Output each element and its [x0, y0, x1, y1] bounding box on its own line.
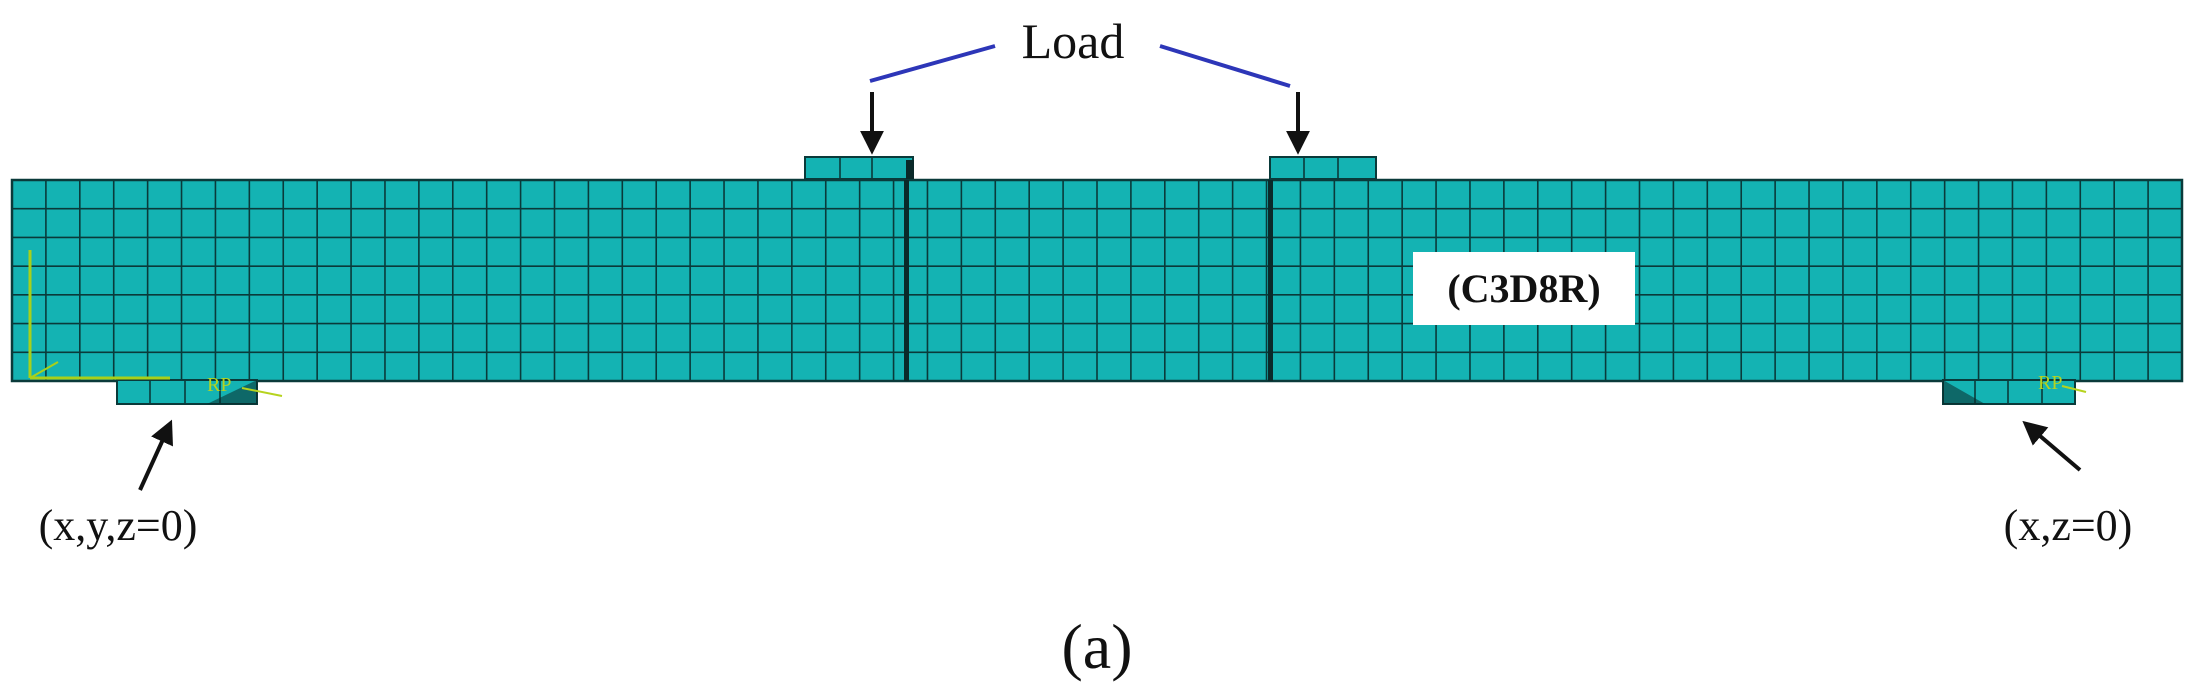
support-arrow-right [2022, 420, 2082, 472]
element-type-label-box: (C3D8R) [1413, 252, 1635, 325]
element-type-label: (C3D8R) [1447, 266, 1600, 311]
reference-point-right-label: RP [2038, 372, 2062, 394]
reference-point-right: RP [2038, 372, 2087, 394]
beam-mesh [10, 178, 2184, 383]
support-plate-right [1942, 379, 2076, 405]
support-label-left: (x,y,z=0) [39, 501, 198, 550]
panel-label: (a) [1061, 611, 1132, 682]
mesh-section-cut [1268, 180, 1273, 381]
loading-plate-left [804, 156, 914, 180]
loading-plate-right [1269, 156, 1377, 180]
support-arrow-left [138, 419, 173, 491]
reference-point-left: RP [207, 374, 283, 397]
load-leader-line-right [1159, 44, 1291, 88]
load-label: Load [1022, 13, 1125, 69]
axis-triad-icon [28, 250, 170, 380]
reference-point-left-label: RP [207, 374, 231, 396]
load-leader-line-left [869, 44, 996, 83]
support-label-right: (x,z=0) [2004, 501, 2133, 550]
mesh-section-cut [904, 180, 909, 381]
support-plate-left [116, 379, 258, 405]
